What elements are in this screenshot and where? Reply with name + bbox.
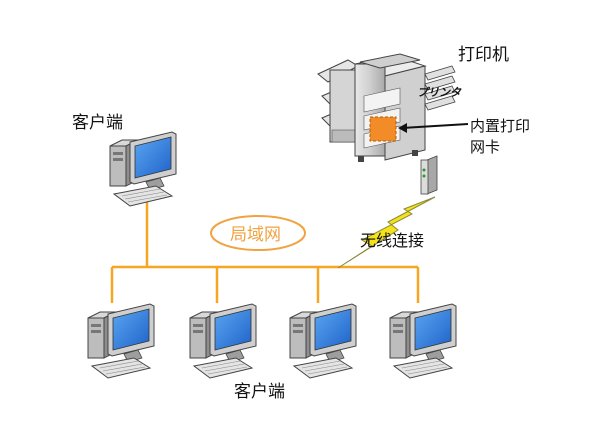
printer-device bbox=[317, 53, 469, 162]
client-computer-3 bbox=[289, 303, 357, 379]
lan-label: 局域网 bbox=[230, 225, 281, 245]
lan-cabling bbox=[110, 195, 420, 303]
wireless-connection-label: 无线连接 bbox=[360, 231, 425, 250]
network-card bbox=[369, 116, 397, 142]
lightning-bolt-icon bbox=[337, 196, 436, 269]
client-computer-1 bbox=[87, 303, 155, 379]
printer-brand-mark: プリンタ bbox=[417, 86, 461, 99]
wireless-adapter bbox=[420, 155, 438, 195]
client-computer-top bbox=[109, 131, 177, 207]
top-client-label: 客户端 bbox=[72, 113, 123, 133]
printer-label: 打印机 bbox=[458, 45, 509, 65]
network-card-label: 内置打印网卡 bbox=[470, 117, 531, 156]
client-computer-2 bbox=[189, 303, 257, 379]
client-computer-4 bbox=[389, 303, 457, 379]
network-card-pointer bbox=[401, 123, 469, 129]
bottom-client-label: 客户端 bbox=[234, 382, 285, 402]
lan-ellipse bbox=[210, 215, 306, 251]
